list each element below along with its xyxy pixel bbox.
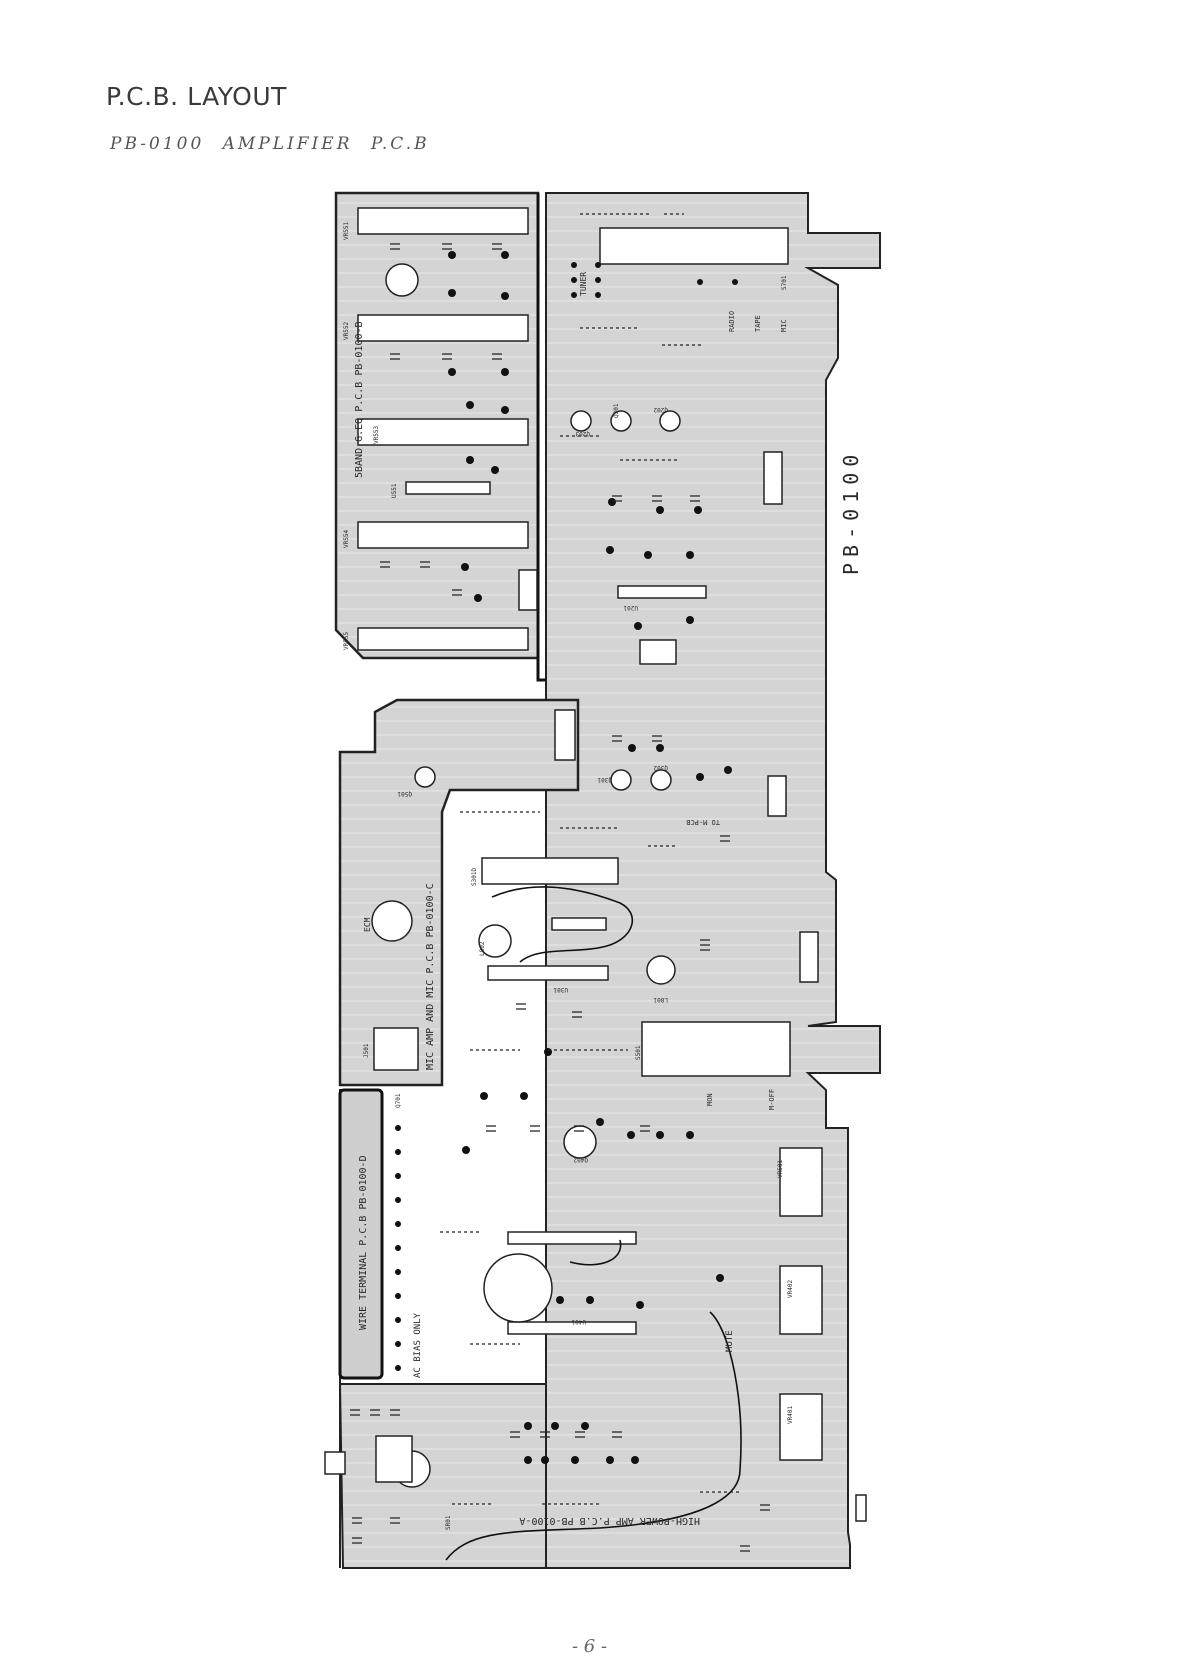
designator-q501: Q501 xyxy=(397,790,412,797)
designator-u301: U301 xyxy=(553,986,568,993)
coil-component xyxy=(375,1435,413,1483)
designator-vr553: VR553 xyxy=(373,426,380,444)
note-to-mpcb: TO M-PCB xyxy=(686,818,720,826)
designator-l801: L801 xyxy=(653,996,668,1003)
designator-u201: U201 xyxy=(623,604,638,611)
designator-u401: U401 xyxy=(571,1318,586,1325)
wire-board-label: WIRE TERMINAL P.C.B PB-0100-D xyxy=(358,1155,369,1330)
note-mon: MON xyxy=(706,1093,714,1106)
board-divider xyxy=(536,193,546,682)
mic-board-label: MIC AMP AND MIC P.C.B PB-0100-C xyxy=(425,883,436,1070)
designator-s501: S501 xyxy=(635,1045,642,1060)
designator-j501: J501 xyxy=(363,1043,370,1058)
solder-pads xyxy=(395,251,738,1464)
designator-vr501: VR501 xyxy=(777,1160,784,1178)
designator-vr555: VR555 xyxy=(343,632,350,650)
designator-s301: S301D xyxy=(471,868,478,886)
designator-s701: S701 xyxy=(781,275,788,290)
designator-q201: Q201 xyxy=(613,403,620,418)
designator-q202: Q202 xyxy=(653,406,668,413)
designator-vr402: VR402 xyxy=(787,1280,794,1298)
note-radio: RADIO xyxy=(728,311,736,332)
round-components xyxy=(371,263,681,1488)
designator-q301: Q301 xyxy=(597,776,612,783)
page-number: - 6 - xyxy=(571,1636,608,1657)
note-m-off: M-OFF xyxy=(768,1089,776,1110)
designator-q402: Q402 xyxy=(573,1156,588,1163)
note-mic: MIC xyxy=(780,319,788,332)
jumpers xyxy=(440,213,740,1505)
note-ecm: ECM xyxy=(363,917,372,932)
page-title: P.C.B. LAYOUT xyxy=(106,82,287,111)
designator-u551: U551 xyxy=(391,483,398,498)
eq-sliders xyxy=(357,207,529,651)
note-tuner: TUNER xyxy=(579,272,588,296)
designator-q701: Q701 xyxy=(395,1093,402,1108)
designator-sr01: SR01 xyxy=(445,1515,452,1530)
main-board-outline xyxy=(545,192,881,1569)
jack-j501 xyxy=(373,1027,419,1071)
wire-board xyxy=(338,1088,384,1380)
page-subtitle: PB-0100 AMPLIFIER P.C.B xyxy=(110,134,430,154)
note-mute: MUTE xyxy=(725,1330,735,1352)
amp-board-label: HIGH-POWER AMP P.C.B PB-0100-A xyxy=(519,1515,700,1526)
main-switches xyxy=(324,227,867,1522)
wire-curves xyxy=(445,886,742,1561)
passive-components xyxy=(350,243,770,1552)
designator-q302: Q302 xyxy=(653,764,668,771)
eq-board-label: 5BAND G.EQ P.C.B PB-0100-B xyxy=(354,321,365,478)
designator-vr552: VR552 xyxy=(343,322,350,340)
designator-vr554: VR554 xyxy=(343,530,350,548)
mic-board xyxy=(338,698,580,1087)
note-tape: TAPE xyxy=(754,315,762,332)
designator-q203: Q203 xyxy=(575,430,590,437)
note-ac-bias: AC BIAS ONLY xyxy=(413,1312,423,1378)
main-board-label: PB-0100 xyxy=(839,449,863,575)
designator-vr551: VR551 xyxy=(343,222,350,240)
designator-l802: L802 xyxy=(479,941,486,956)
designator-vr401: VR401 xyxy=(787,1406,794,1424)
